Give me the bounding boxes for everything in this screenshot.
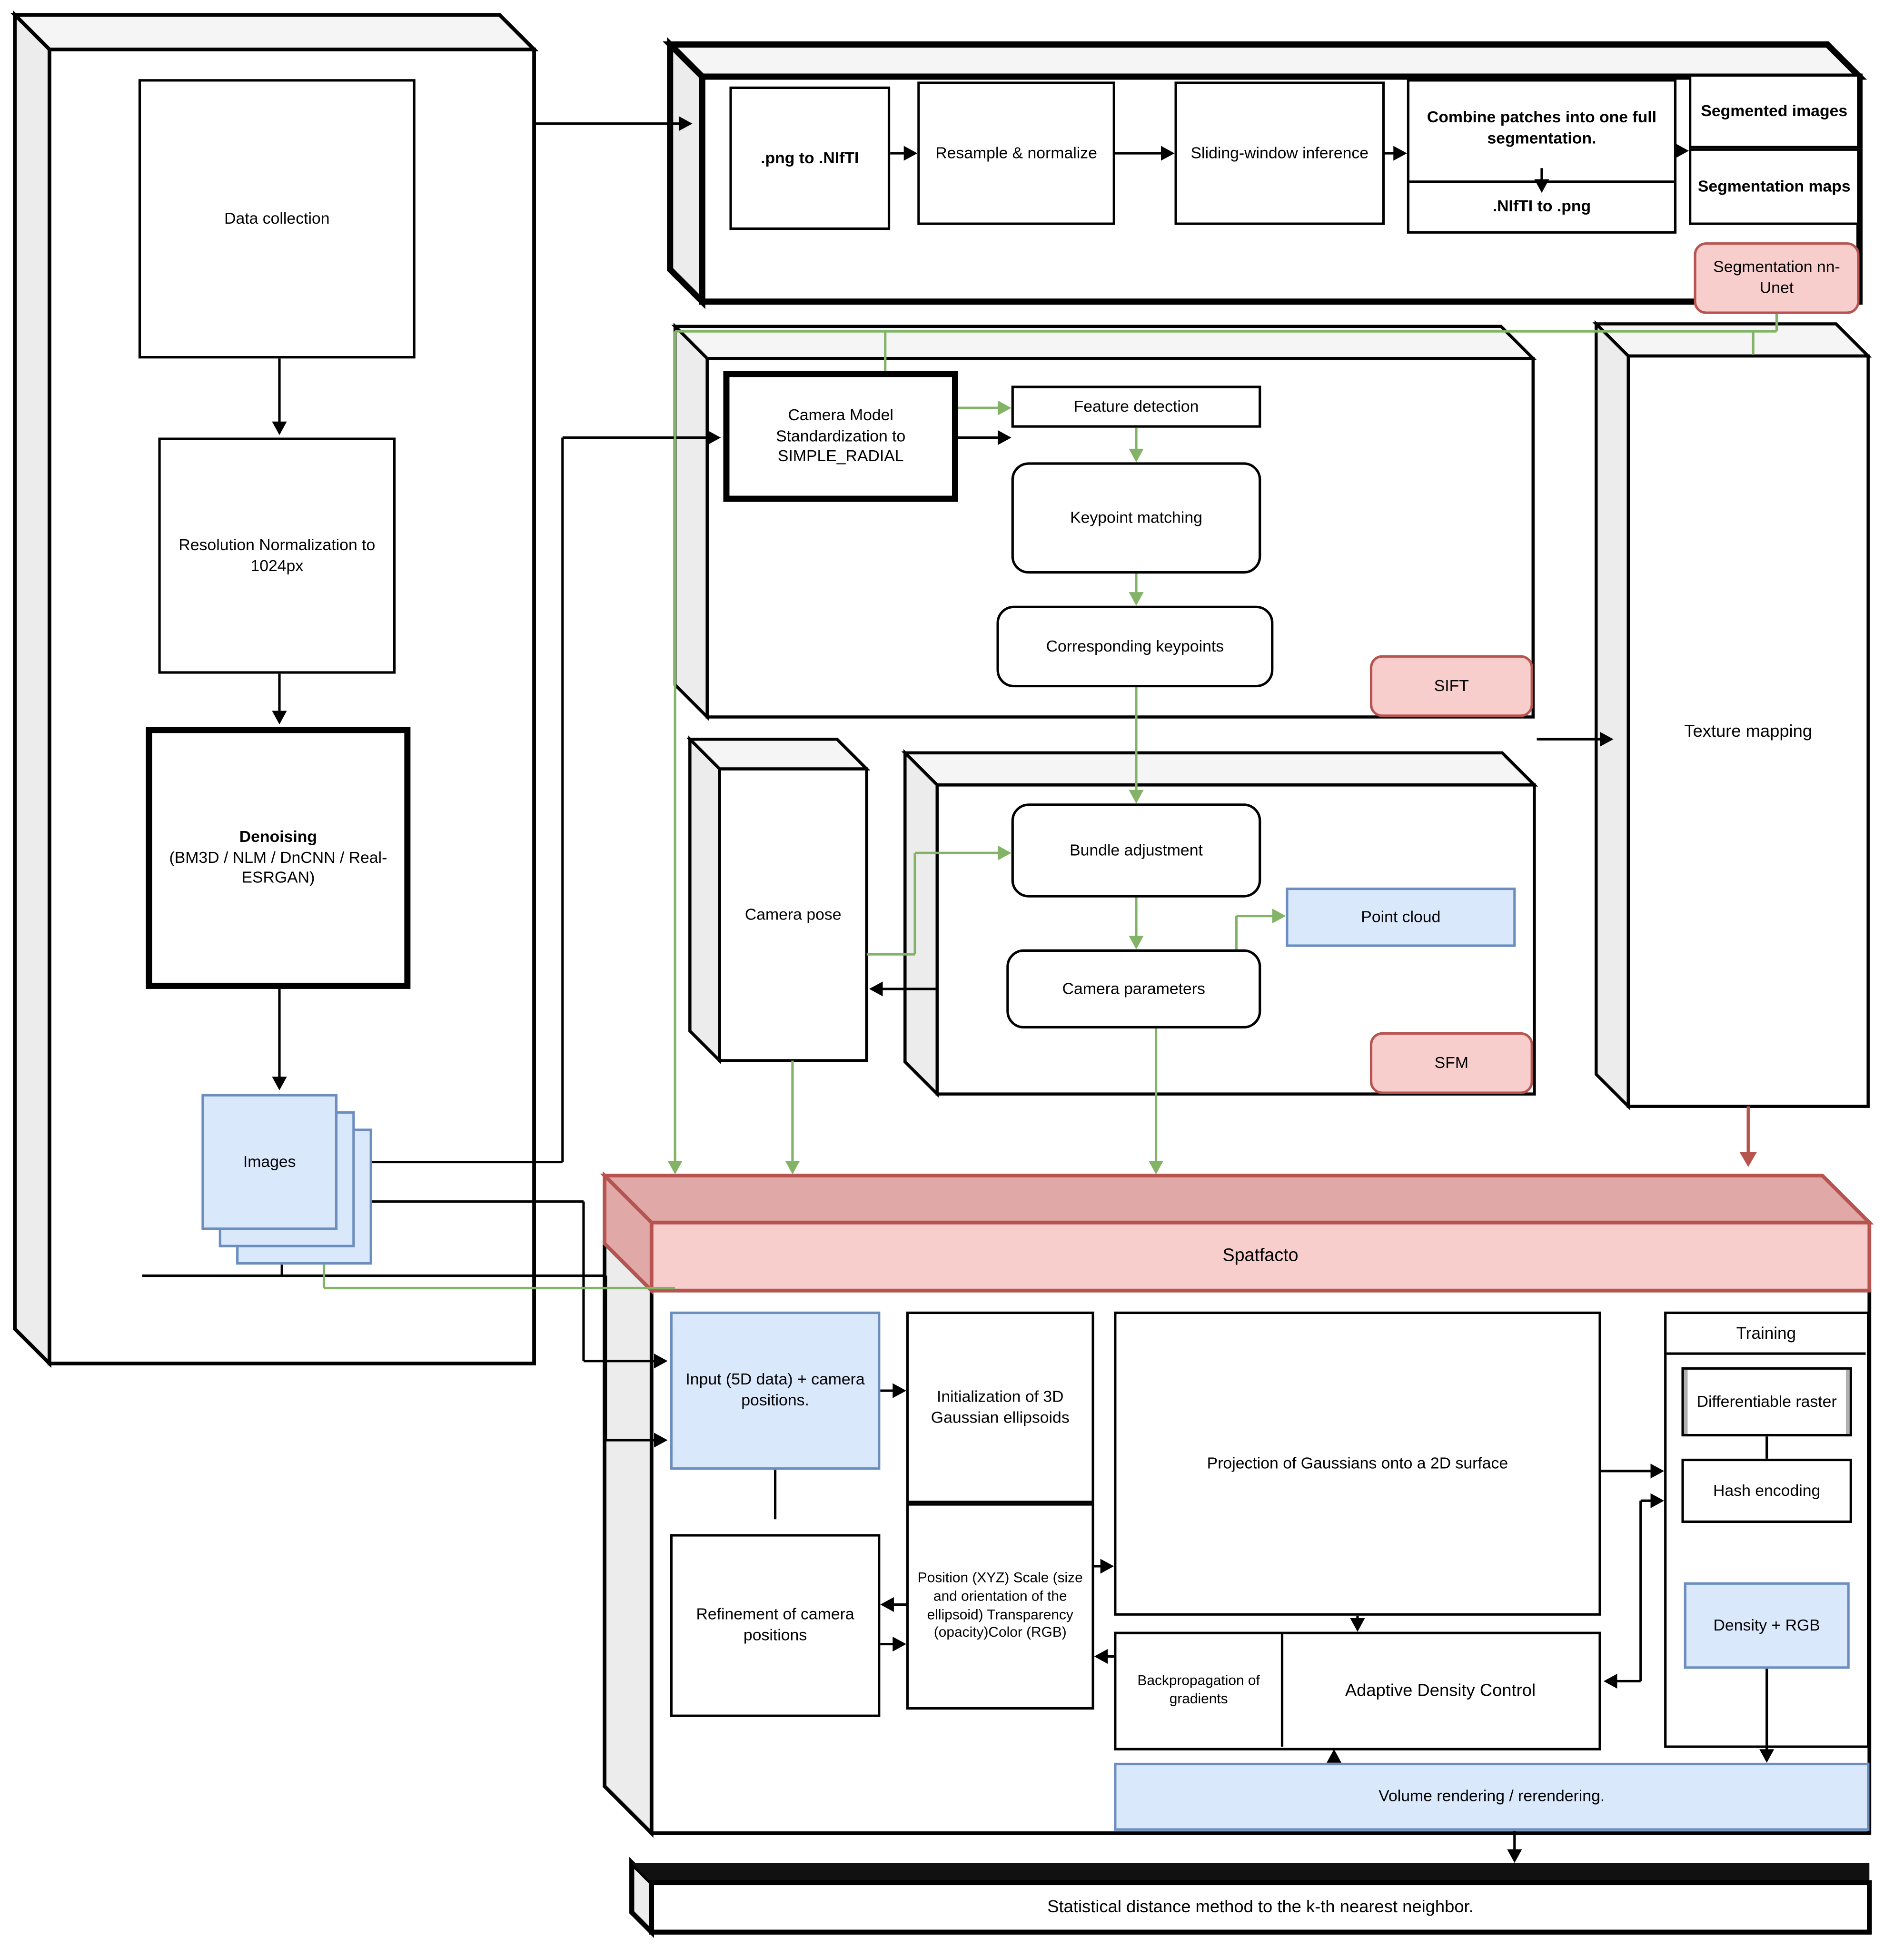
denoising-title: Denoising <box>239 827 317 846</box>
initialization-label: Initialization of 3D Gaussian ellipsoids <box>931 1386 1070 1426</box>
images-label: Images <box>243 1151 296 1170</box>
gaussian-parameters-box: Position (XYZ) Scale (size and orientati… <box>906 1503 1094 1710</box>
sfm-badge: SFM <box>1369 1032 1533 1094</box>
segmentation-maps-box: Segmentation maps <box>1689 148 1860 225</box>
training-title: Training <box>1666 1314 1866 1355</box>
corresponding-keypoints-box: Corresponding keypoints <box>996 605 1274 688</box>
camera-model-label: Camera Model Standardization to SIMPLE_R… <box>776 405 906 465</box>
resolution-normalization-box: Resolution Normalization to 1024px <box>158 437 396 674</box>
camera-pose-cube <box>686 735 871 1065</box>
images-box: Images <box>201 1094 338 1230</box>
segmented-images-box: Segmented images <box>1689 74 1860 148</box>
data-collection-label: Data collection <box>224 208 330 227</box>
corresponding-keypoints-label: Corresponding keypoints <box>1046 636 1224 655</box>
sliding-window-box: Sliding-window inference <box>1174 81 1385 225</box>
input-5d-box: Input (5D data) + camera positions. <box>670 1311 881 1470</box>
density-rgb-label: Density + RGB <box>1713 1615 1820 1634</box>
resample-normalize-box: Resample & normalize <box>917 81 1115 225</box>
hash-encoding-label: Hash encoding <box>1713 1480 1821 1499</box>
combine-patches-group: Combine patches into one full segmentati… <box>1407 79 1677 234</box>
segmented-images-label: Segmented images <box>1701 101 1848 120</box>
denoising-box: Denoising (BM3D / NLM / DnCNN / Real-ESR… <box>146 727 411 989</box>
texture-mapping-cube <box>1592 320 1872 1110</box>
training-container: Training <box>1664 1311 1870 1748</box>
statistical-bar-cube <box>629 1857 1872 1938</box>
initialization-box: Initialization of 3D Gaussian ellipsoids <box>906 1311 1094 1503</box>
keypoint-matching-label: Keypoint matching <box>1070 507 1202 526</box>
segmentation-nnunet-badge: Segmentation nn-Unet <box>1694 242 1860 314</box>
projection-label: Projection of Gaussians onto a 2D surfac… <box>1207 1453 1508 1472</box>
volume-rendering-label: Volume rendering / rerendering. <box>1378 1786 1605 1805</box>
backprop-adaptive-divider <box>1280 1634 1284 1747</box>
spatfacto-title: Spatfacto <box>1222 1246 1299 1266</box>
camera-parameters-label: Camera parameters <box>1062 978 1205 998</box>
backpropagation-label: Backpropagation of gradients <box>1137 1673 1260 1707</box>
refinement-label: Refinement of camera positions <box>696 1605 854 1644</box>
camera-pose-label: Camera pose <box>744 904 842 923</box>
projection-box: Projection of Gaussians onto a 2D surfac… <box>1114 1311 1601 1616</box>
point-cloud-box: Point cloud <box>1286 887 1516 947</box>
adaptive-density-label: Adaptive Density Control <box>1345 1679 1536 1700</box>
resample-normalize-label: Resample & normalize <box>935 143 1097 162</box>
combine-divider <box>1409 180 1674 183</box>
volume-rendering-box: Volume rendering / rerendering. <box>1114 1762 1870 1831</box>
gaussian-parameters-label: Position (XYZ) Scale (size and orientati… <box>917 1571 1083 1641</box>
segmentation-maps-label: Segmentation maps <box>1697 176 1851 195</box>
camera-model-box: Camera Model Standardization to SIMPLE_R… <box>723 371 958 502</box>
nifti-to-png-label: .NIfTI to .png <box>1492 196 1591 215</box>
keypoint-matching-box: Keypoint matching <box>1011 462 1261 574</box>
sliding-window-label: Sliding-window inference <box>1190 143 1369 162</box>
point-cloud-label: Point cloud <box>1361 907 1441 926</box>
feature-detection-box: Feature detection <box>1011 385 1261 428</box>
spatfacto-bar-cube <box>600 1171 1874 1295</box>
input-5d-label: Input (5D data) + camera positions. <box>685 1370 865 1410</box>
camera-parameters-box: Camera parameters <box>1006 949 1261 1029</box>
png-to-nifti-box: .png to .NIfTI <box>729 86 891 230</box>
black-arrowheads <box>272 116 1775 1863</box>
sift-badge-label: SIFT <box>1434 675 1469 694</box>
feature-detection-label: Feature detection <box>1073 396 1199 415</box>
black-connectors <box>142 122 1768 1853</box>
bundle-adjustment-box: Bundle adjustment <box>1011 803 1261 898</box>
differentiable-raster-label: Differentiable raster <box>1696 1391 1837 1410</box>
red-arrowhead <box>1739 1152 1757 1167</box>
data-collection-box: Data collection <box>138 79 416 359</box>
denoising-methods: (BM3D / NLM / DnCNN / Real-ESRGAN) <box>169 848 387 887</box>
backprop-adaptive-group: Backpropagation of gradients Adaptive De… <box>1114 1631 1601 1750</box>
green-arrowheads <box>667 400 1286 1175</box>
png-to-nifti-label: .png to .NIfTI <box>761 148 859 167</box>
bundle-adjustment-label: Bundle adjustment <box>1070 840 1203 859</box>
sift-badge: SIFT <box>1369 655 1533 717</box>
statistical-distance-label: Statistical distance method to the k-th … <box>1047 1896 1474 1917</box>
refinement-box: Refinement of camera positions <box>670 1534 881 1717</box>
denoising-label: Denoising (BM3D / NLM / DnCNN / Real-ESR… <box>155 827 402 889</box>
texture-mapping-label: Texture mapping <box>1684 720 1813 740</box>
segmentation-nnunet-label: Segmentation nn-Unet <box>1713 257 1840 297</box>
differentiable-raster-box: Differentiable raster <box>1681 1367 1852 1437</box>
density-rgb-box: Density + RGB <box>1684 1582 1850 1669</box>
hash-encoding-box: Hash encoding <box>1681 1458 1852 1523</box>
sfm-badge-label: SFM <box>1434 1053 1468 1072</box>
combine-patches-label: Combine patches into one full segmentati… <box>1427 108 1657 148</box>
resolution-normalization-label: Resolution Normalization to 1024px <box>178 535 376 574</box>
